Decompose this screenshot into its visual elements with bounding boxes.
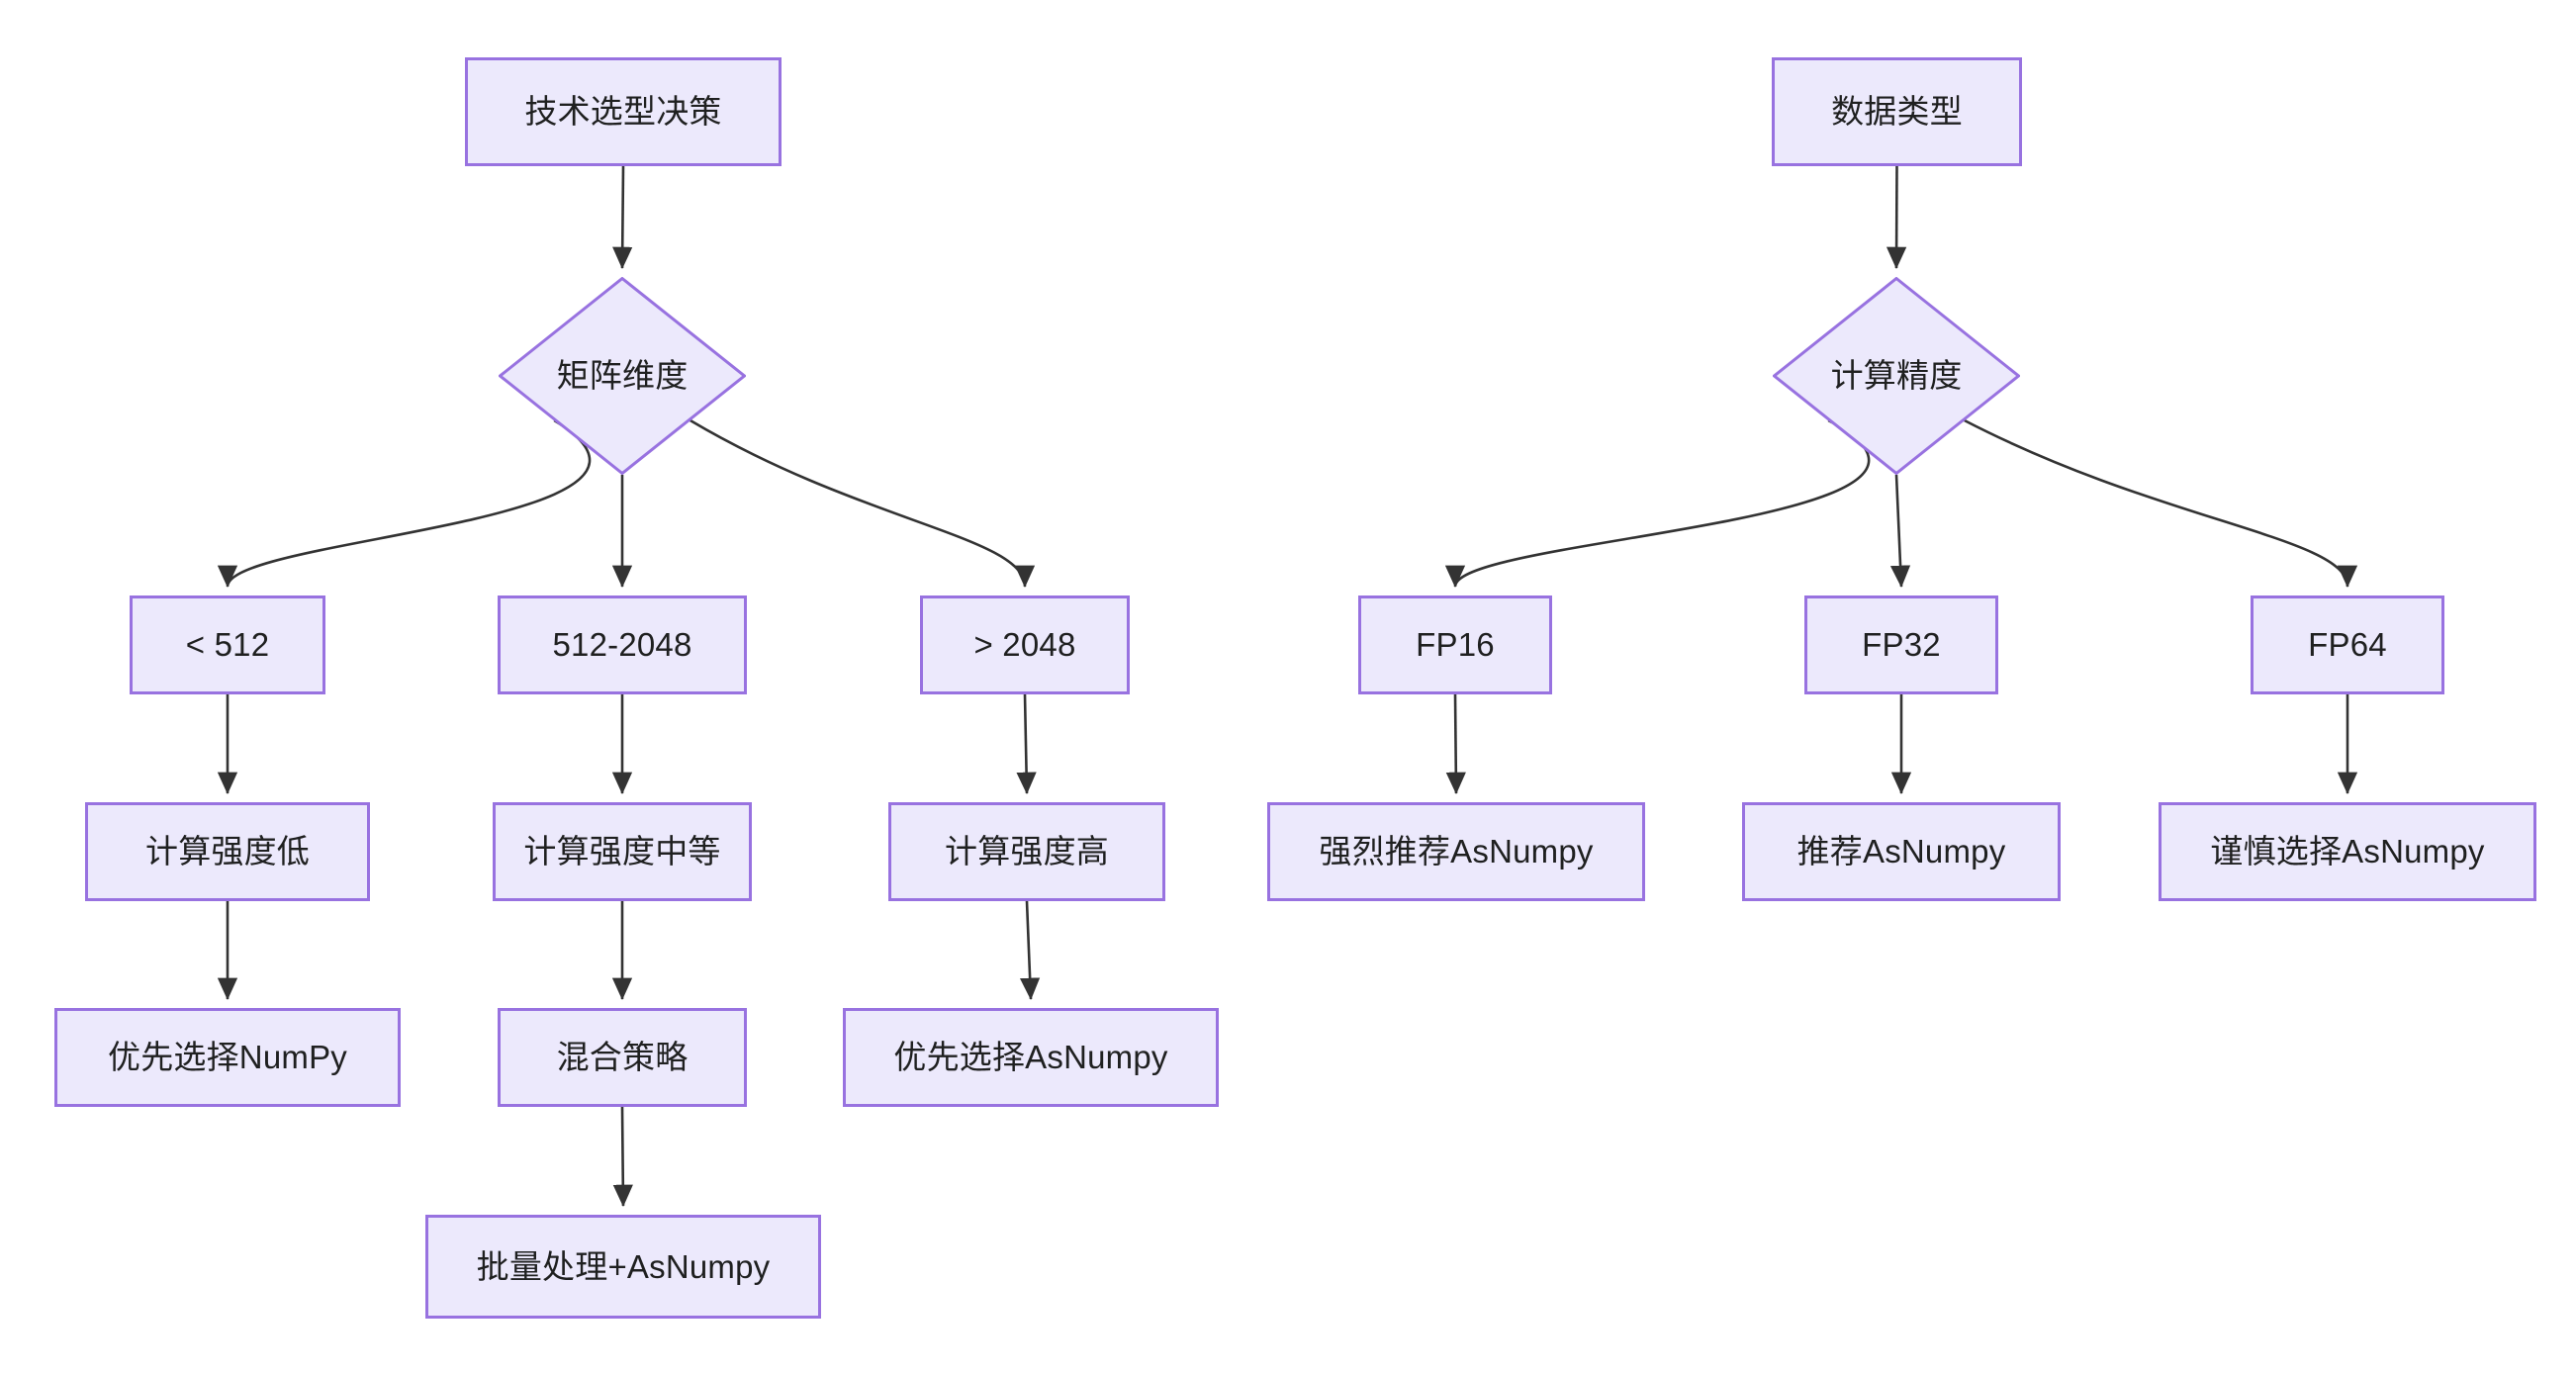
flow-node-n2[interactable]: 矩阵维度 — [499, 277, 746, 475]
flow-node-m7[interactable]: 推荐AsNumpy — [1742, 802, 2061, 901]
flow-node-n3[interactable]: < 512 — [130, 595, 325, 694]
flow-node-m5[interactable]: FP64 — [2251, 595, 2444, 694]
flow-edge-n1-n2 — [612, 165, 633, 270]
flow-edge-n10-n12 — [612, 1106, 633, 1208]
flow-edge-n5-n8 — [1016, 693, 1037, 795]
flow-node-n7[interactable]: 计算强度中等 — [493, 802, 752, 901]
flow-node-label: 计算强度低 — [145, 833, 310, 870]
flow-node-label: 计算强度高 — [945, 833, 1109, 870]
flow-edge-m3-m6 — [1445, 693, 1466, 795]
flow-node-label: FP64 — [2308, 626, 2387, 664]
flow-edge-m2-m5 — [1964, 418, 2358, 589]
flow-node-n1[interactable]: 技术选型决策 — [465, 57, 782, 166]
flow-node-m2[interactable]: 计算精度 — [1773, 277, 2020, 475]
flow-node-label: 计算强度中等 — [523, 833, 721, 870]
flow-node-n5[interactable]: > 2048 — [920, 595, 1130, 694]
flow-node-label: > 2048 — [973, 626, 1076, 664]
flow-node-label: 优先选择NumPy — [108, 1039, 347, 1076]
flow-node-n10[interactable]: 混合策略 — [498, 1008, 747, 1107]
flow-node-label: 批量处理+AsNumpy — [476, 1247, 771, 1285]
flow-node-label: 技术选型决策 — [524, 93, 722, 131]
flow-node-n8[interactable]: 计算强度高 — [888, 802, 1165, 901]
flow-edge-n8-n11 — [1020, 900, 1041, 1001]
flow-node-label: 优先选择AsNumpy — [893, 1039, 1168, 1076]
flow-edge-m1-m2 — [1886, 165, 1907, 270]
flow-node-m1[interactable]: 数据类型 — [1772, 57, 2022, 166]
flow-node-m6[interactable]: 强烈推荐AsNumpy — [1267, 802, 1645, 901]
flow-node-label: 数据类型 — [1831, 93, 1963, 131]
flow-node-n11[interactable]: 优先选择AsNumpy — [843, 1008, 1219, 1107]
flow-node-n12[interactable]: 批量处理+AsNumpy — [425, 1215, 821, 1319]
flow-node-label: 强烈推荐AsNumpy — [1319, 833, 1594, 870]
flow-node-m4[interactable]: FP32 — [1804, 595, 1998, 694]
flow-node-m8[interactable]: 谨慎选择AsNumpy — [2159, 802, 2536, 901]
flow-node-label: 混合策略 — [556, 1039, 689, 1076]
flow-node-n9[interactable]: 优先选择NumPy — [54, 1008, 401, 1107]
flow-node-label: 谨慎选择AsNumpy — [2210, 833, 2485, 870]
flow-node-label: 512-2048 — [552, 626, 692, 664]
flow-node-n4[interactable]: 512-2048 — [498, 595, 747, 694]
flow-node-label: 推荐AsNumpy — [1796, 833, 2006, 870]
diamond-shape — [1773, 277, 2020, 475]
diamond-shape — [499, 277, 746, 475]
flow-node-label: < 512 — [185, 626, 270, 664]
flow-node-m3[interactable]: FP16 — [1358, 595, 1552, 694]
flow-node-label: FP32 — [1862, 626, 1941, 664]
flow-node-label: FP16 — [1416, 626, 1495, 664]
flow-node-n6[interactable]: 计算强度低 — [85, 802, 370, 901]
flow-edge-m2-m4 — [1889, 474, 1911, 589]
